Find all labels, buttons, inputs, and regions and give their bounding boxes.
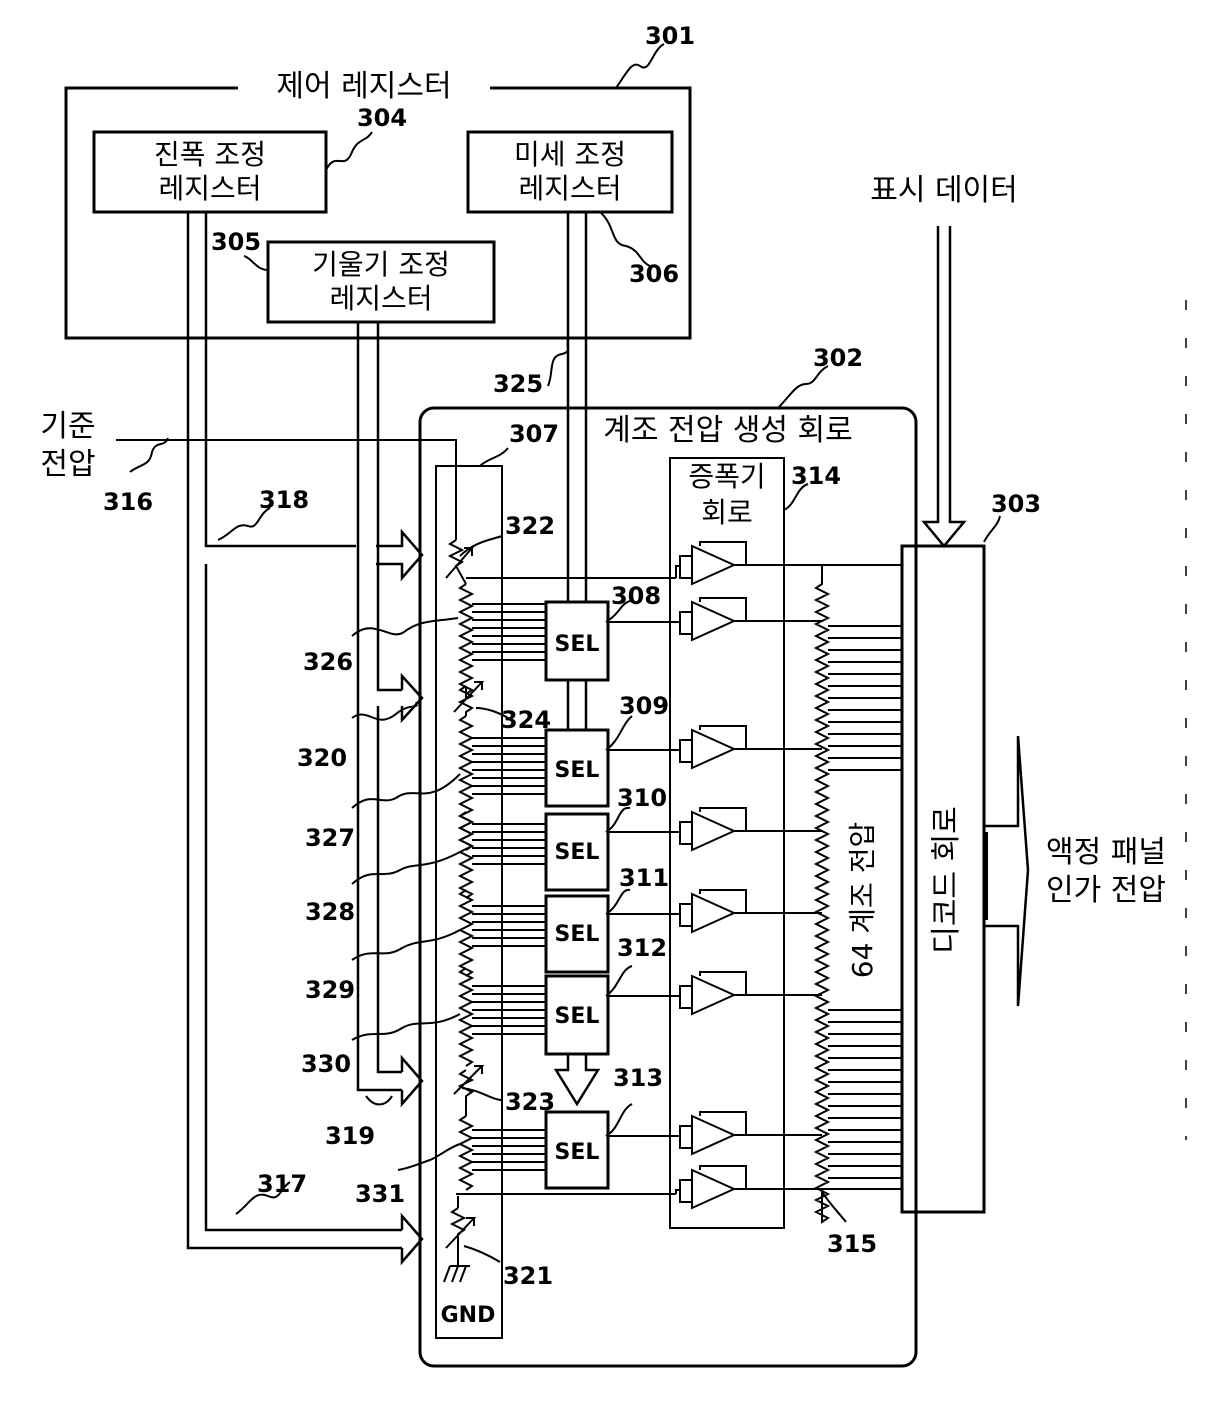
panel-voltage-line2: 인가 전압 [1046, 873, 1166, 908]
slope-register-line1: 기울기 조정 [312, 248, 450, 281]
svg-text:SEL: SEL [555, 1004, 600, 1029]
tap-lines-312 [472, 986, 546, 1034]
ref-302: 302 [813, 344, 863, 372]
amp-output-wires [734, 565, 822, 1189]
selector-311: SEL [546, 896, 608, 972]
reference-voltage-line1: 기준 [40, 409, 95, 444]
ref-320: 320 [297, 744, 347, 772]
ref-330: 330 [301, 1050, 351, 1078]
ref-315: 315 [827, 1230, 877, 1258]
slope-bus-right-bottom [378, 706, 402, 1072]
ref-304: 304 [357, 104, 407, 132]
amplitude-register-line2: 레지스터 [158, 172, 261, 205]
buffer-amp-8 [680, 1166, 746, 1208]
selector-310: SEL [546, 814, 608, 890]
ref-321: 321 [503, 1262, 553, 1290]
tap-lines-311 [472, 906, 546, 946]
buffer-amp-3 [680, 726, 746, 768]
buffer-amp-7 [680, 1112, 746, 1154]
buffer-amp-4 [680, 808, 746, 850]
zigzag-328 [460, 812, 472, 898]
ref-307: 307 [509, 420, 559, 448]
tap-lines-313 [472, 1130, 546, 1170]
ref-322: 322 [505, 512, 555, 540]
buffer-amp-1 [680, 542, 746, 584]
sel-bus-308-309 [568, 680, 586, 730]
ref-309: 309 [619, 692, 669, 720]
ref-328: 328 [305, 898, 355, 926]
decode-output-bar [984, 832, 988, 920]
ref-303: 303 [991, 490, 1041, 518]
grayscale-64-label: 64 계조 전압 [846, 822, 879, 978]
display-data-label: 표시 데이터 [870, 173, 1018, 208]
ref-318: 318 [259, 486, 309, 514]
fine-register-line1: 미세 조정 [514, 138, 626, 171]
ref-306: 306 [629, 260, 679, 288]
ref-305: 305 [211, 228, 261, 256]
selector-313: SEL [546, 1112, 608, 1188]
buffer-amp-2 [680, 598, 746, 640]
ref-316: 316 [103, 488, 153, 516]
ground-symbol [444, 1256, 470, 1282]
ref-323: 323 [505, 1088, 555, 1116]
zigzag-330 [460, 968, 472, 1066]
ref-329: 329 [305, 976, 355, 1004]
arrow-318-head [376, 532, 422, 578]
ref-317: 317 [257, 1170, 307, 1198]
zigzag-326 [460, 584, 472, 694]
ref-319: 319 [325, 1122, 375, 1150]
tap-lines-308 [472, 604, 546, 660]
panel-voltage-arrow [984, 736, 1028, 1006]
selector-308: SEL [546, 602, 608, 680]
gnd-label: GND [441, 1303, 496, 1328]
ref-327: 327 [305, 824, 355, 852]
tap-lines-309 [472, 738, 546, 794]
slope-register-line2: 레지스터 [329, 282, 432, 315]
buffer-amp-6 [680, 972, 746, 1014]
decode-circuit-label: 디코드 회로 [929, 806, 964, 954]
fine-register-line2: 레지스터 [518, 172, 621, 205]
grayscale-circuit-title: 계조 전압 생성 회로 [603, 413, 852, 448]
amplifier-circuit-line1: 증폭기 [688, 460, 765, 493]
zigzag-329 [460, 890, 472, 976]
svg-text:SEL: SEL [555, 632, 600, 657]
selector-down-arrow [556, 1054, 598, 1104]
ref-301: 301 [645, 22, 695, 50]
ref-311: 311 [619, 864, 669, 892]
svg-text:SEL: SEL [555, 758, 600, 783]
display-data-arrow [924, 226, 964, 546]
svg-text:SEL: SEL [555, 922, 600, 947]
slope-bus-left [358, 322, 402, 1090]
svg-text:SEL: SEL [555, 840, 600, 865]
ref-324: 324 [501, 706, 551, 734]
ref-308: 308 [611, 582, 661, 610]
reference-voltage-line2: 전압 [40, 447, 95, 482]
ref-331: 331 [355, 1180, 405, 1208]
panel-voltage-line1: 액정 패널 [1046, 835, 1166, 870]
amplifier-circuit-line2: 회로 [701, 496, 753, 529]
ref-313: 313 [613, 1064, 663, 1092]
ref-310: 310 [617, 784, 667, 812]
ref-326: 326 [303, 648, 353, 676]
zigzag-331 [460, 1116, 472, 1190]
ref-314: 314 [791, 462, 841, 490]
control-register-title: 제어 레지스터 [276, 69, 451, 104]
selector-312: SEL [546, 976, 608, 1054]
tap-lines-310 [472, 824, 546, 864]
ref-312: 312 [617, 934, 667, 962]
ref-325: 325 [493, 370, 543, 398]
amplitude-bus-outer [188, 212, 402, 1248]
buffer-amp-5 [680, 890, 746, 932]
output-resistor-ladder [816, 565, 828, 1222]
selector-309: SEL [546, 730, 608, 806]
svg-text:SEL: SEL [555, 1140, 600, 1165]
amplitude-register-line1: 진폭 조정 [154, 138, 266, 171]
